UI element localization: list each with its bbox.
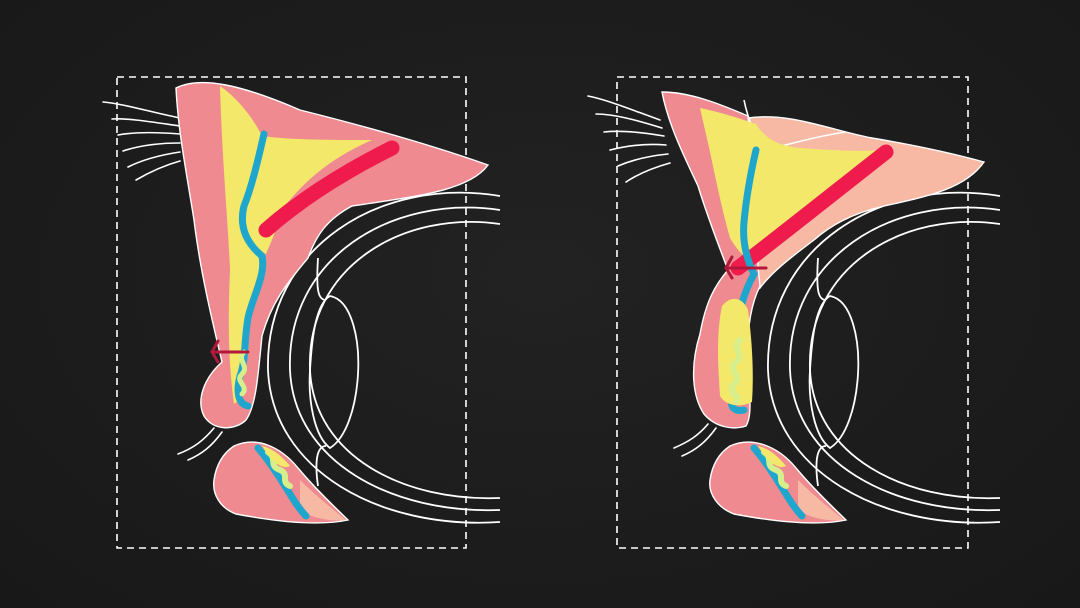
left-blood-vessel xyxy=(210,339,250,364)
left-panel-frame xyxy=(116,76,467,549)
right-tarsal-gland xyxy=(728,337,743,405)
right-panel-frame xyxy=(616,76,969,549)
right-lower-lid-lashes xyxy=(673,423,717,457)
left-tarsal-gland xyxy=(237,349,248,397)
left-lower-fat xyxy=(262,446,290,468)
left-lower-lid-lashes xyxy=(177,427,223,461)
right-lower-eyelid-inner xyxy=(798,480,844,521)
left-panel xyxy=(102,76,501,549)
right-lower-fat xyxy=(758,446,786,468)
right-panel xyxy=(587,76,1001,549)
left-lower-membrane xyxy=(254,444,310,520)
left-eyeball xyxy=(267,191,501,524)
right-blood-vessel xyxy=(724,255,768,280)
right-upper-eyelashes xyxy=(587,95,671,183)
left-upper-eyelashes xyxy=(102,101,181,181)
left-muscle-band xyxy=(258,140,400,238)
right-lower-membrane xyxy=(750,444,806,520)
left-lower-eyelid-inner xyxy=(300,480,346,521)
right-muscle-band xyxy=(730,144,894,276)
